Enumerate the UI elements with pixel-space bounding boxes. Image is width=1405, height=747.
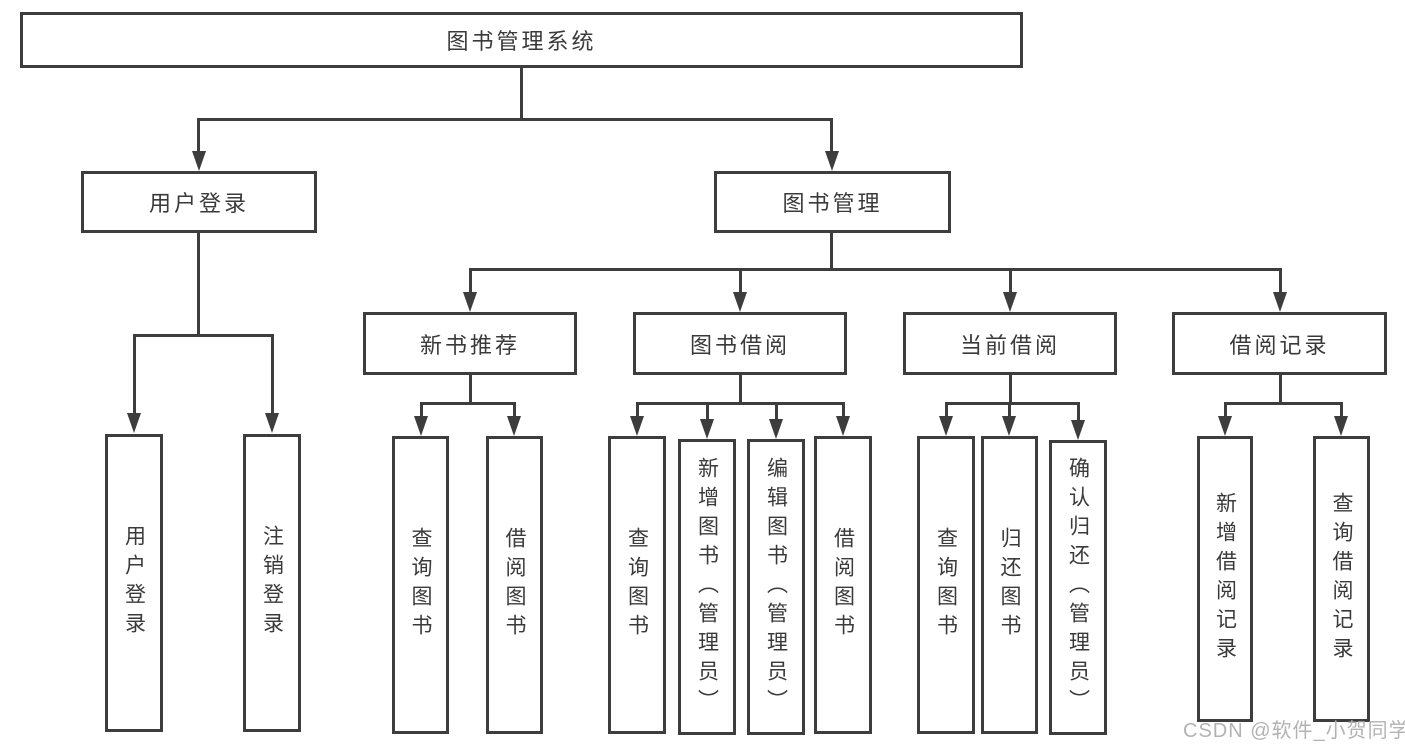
node-current-borrow: 当前借阅	[903, 312, 1117, 375]
arrow-down-icon	[733, 292, 747, 312]
connector-line	[739, 268, 742, 294]
leaf-borrow-books-recommend: 借阅图书	[486, 436, 543, 734]
leaf-query-books-current: 查询图书	[917, 436, 975, 734]
connector-line	[945, 402, 1080, 405]
arrow-down-icon	[1002, 416, 1016, 436]
connector-line	[830, 233, 833, 270]
leaf-edit-book-admin: 编辑图书（管理员）	[747, 439, 805, 735]
connector-line	[1009, 268, 1012, 294]
arrow-down-icon	[836, 416, 850, 436]
connector-line	[420, 402, 516, 405]
arrow-down-icon	[630, 416, 644, 436]
connector-line	[271, 334, 274, 414]
arrow-down-icon	[265, 413, 279, 433]
node-book-borrow: 图书借阅	[633, 312, 847, 375]
connector-line	[706, 402, 709, 420]
arrow-down-icon	[414, 416, 428, 436]
connector-line	[1008, 402, 1011, 417]
arrow-down-icon	[463, 292, 477, 312]
connector-line	[775, 402, 778, 420]
arrow-down-icon	[939, 416, 953, 436]
leaf-confirm-return-admin: 确认归还（管理员）	[1049, 440, 1107, 735]
connector-line	[469, 268, 472, 294]
arrow-down-icon	[1071, 420, 1085, 440]
arrow-down-icon	[192, 151, 206, 171]
connector-line	[520, 68, 523, 120]
connector-line	[1340, 402, 1343, 417]
connector-line	[513, 402, 516, 417]
connector-line	[739, 375, 742, 404]
connector-line	[133, 334, 136, 414]
arrow-down-icon	[1273, 292, 1287, 312]
node-new-book-recommend: 新书推荐	[363, 312, 577, 375]
leaf-query-books-borrow: 查询图书	[608, 436, 666, 734]
connector-line	[469, 375, 472, 404]
leaf-add-borrow-record: 新增借阅记录	[1197, 436, 1253, 722]
connector-line	[1224, 402, 1227, 417]
connector-line	[197, 233, 200, 336]
leaf-query-borrow-record: 查询借阅记录	[1313, 436, 1370, 722]
node-borrow-records: 借阅记录	[1172, 312, 1387, 375]
leaf-query-books-recommend: 查询图书	[392, 436, 449, 734]
node-library-management-system: 图书管理系统	[20, 12, 1023, 68]
connector-line	[197, 118, 833, 121]
arrow-down-icon	[127, 413, 141, 433]
connector-line	[842, 402, 845, 417]
connector-line	[469, 268, 1282, 271]
arrow-down-icon	[1334, 416, 1348, 436]
connector-line	[830, 118, 833, 156]
leaf-borrow-books-borrow: 借阅图书	[814, 436, 872, 734]
leaf-add-book-admin: 新增图书（管理员）	[678, 439, 736, 735]
arrow-down-icon	[507, 416, 521, 436]
connector-line	[1279, 375, 1282, 404]
arrow-down-icon	[700, 419, 714, 439]
connector-line	[1224, 402, 1343, 405]
connector-line	[1077, 402, 1080, 421]
arrow-down-icon	[769, 419, 783, 439]
connector-line	[133, 334, 274, 337]
connector-line	[420, 402, 423, 417]
connector-line	[1009, 375, 1012, 404]
node-user-login: 用户登录	[81, 171, 317, 233]
connector-line	[1279, 268, 1282, 294]
leaf-return-book: 归还图书	[981, 436, 1038, 734]
leaf-logout: 注销登录	[243, 434, 301, 732]
connector-line	[636, 402, 845, 405]
csdn-watermark: CSDN @软件_小贺同学	[1183, 720, 1405, 742]
connector-line	[197, 118, 200, 156]
leaf-user-login: 用户登录	[105, 434, 163, 732]
connector-line	[945, 402, 948, 417]
node-book-management: 图书管理	[714, 171, 951, 233]
arrow-down-icon	[1218, 416, 1232, 436]
arrow-down-icon	[825, 151, 839, 171]
arrow-down-icon	[1003, 292, 1017, 312]
connector-line	[636, 402, 639, 417]
